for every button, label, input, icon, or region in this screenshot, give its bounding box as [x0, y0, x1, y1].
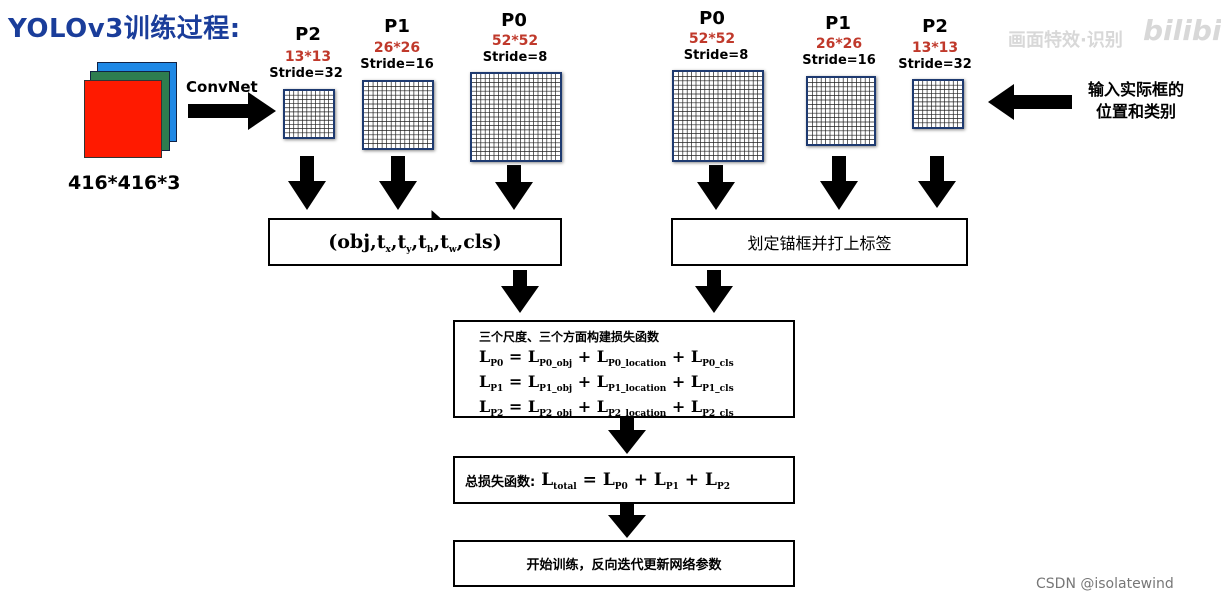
left-p0-size: 52*52 [491, 33, 539, 49]
convnet-label: ConvNet [186, 78, 258, 96]
loss-line-p0: LP0 = LP0_obj + LP0_location + LP0_cls [479, 347, 734, 369]
right-p0-size: 52*52 [688, 31, 736, 47]
loss-header: 三个尺度、三个方面构建损失函数 [479, 330, 660, 344]
total-loss-label: 总损失函数: [465, 474, 536, 490]
left-p1-stride: Stride=16 [360, 57, 434, 72]
loss-box: 三个尺度、三个方面构建损失函数 LP0 = LP0_obj + LP0_loca… [453, 320, 795, 419]
right-p2-grid [912, 79, 964, 129]
left-p0-name: P0 [501, 10, 527, 31]
convnet-arrow [188, 92, 276, 130]
left-p1-size: 26*26 [373, 40, 421, 56]
train-text: 开始训练，反向迭代更新网络参数 [526, 558, 722, 573]
left-p2-name: P2 [295, 24, 321, 45]
left-p2-grid [283, 89, 335, 139]
loss-line-p2: LP2 = LP2_obj + LP2_location + LP2_cls [479, 397, 734, 419]
input-size-label: 416*416*3 [68, 172, 181, 194]
down-arrow-left-p2 [288, 156, 326, 210]
input-layer-red [84, 80, 162, 158]
down-arrow-left-p0 [495, 165, 533, 210]
down-arrow-left-p1 [379, 156, 417, 210]
prediction-box: (obj,tx,ty,th,tw,cls) [268, 218, 562, 266]
left-p2-size: 13*13 [284, 49, 332, 65]
right-p0-name: P0 [699, 8, 725, 29]
anchor-label-text: 划定锚框并打上标签 [747, 234, 892, 253]
right-p2-name: P2 [922, 16, 948, 37]
bilibili-logo: bilibili [1143, 14, 1221, 47]
right-p1-name: P1 [825, 13, 851, 34]
left-p1-grid [362, 80, 434, 150]
right-p2-size: 13*13 [911, 40, 959, 56]
down-arrow-loss-to-total [608, 418, 646, 454]
train-box: 开始训练，反向迭代更新网络参数 [453, 540, 795, 587]
prediction-tuple: (obj,tx,ty,th,tw,cls) [328, 231, 502, 255]
right-input-arrow [988, 84, 1072, 120]
right-p0-grid [672, 70, 764, 162]
diagram-title: YOLOv3训练过程: [8, 14, 241, 44]
right-p2-stride: Stride=32 [898, 57, 972, 72]
right-p1-size: 26*26 [815, 36, 863, 52]
down-arrow-left-box [501, 270, 539, 313]
left-p0-grid [470, 72, 562, 162]
down-arrow-right-box [695, 270, 733, 313]
right-input-line2: 位置和类别 [1096, 102, 1177, 121]
anchor-label-box: 划定锚框并打上标签 [671, 218, 968, 266]
left-p1-name: P1 [384, 16, 410, 37]
csdn-watermark: CSDN @isolatewind [1036, 576, 1174, 592]
video-watermark: 画面特效·识别 [1008, 30, 1123, 51]
left-p0-stride: Stride=8 [482, 50, 548, 65]
down-arrow-right-p0 [697, 165, 735, 210]
right-p1-grid [806, 76, 876, 146]
total-loss-formula: Ltotal = LP0 + LP1 + LP2 [541, 470, 730, 492]
right-p0-stride: Stride=8 [683, 48, 749, 63]
right-input-line1: 输入实际框的 [1088, 80, 1185, 99]
total-loss-box: 总损失函数: Ltotal = LP0 + LP1 + LP2 [453, 456, 795, 504]
down-arrow-right-p2 [918, 156, 956, 208]
loss-line-p1: LP1 = LP1_obj + LP1_location + LP1_cls [479, 372, 734, 394]
down-arrow-right-p1 [820, 156, 858, 210]
right-input-text: 输入实际框的 位置和类别 [1088, 79, 1184, 123]
down-arrow-total-to-train [608, 503, 646, 538]
right-p1-stride: Stride=16 [802, 53, 876, 68]
left-p2-stride: Stride=32 [269, 66, 343, 81]
